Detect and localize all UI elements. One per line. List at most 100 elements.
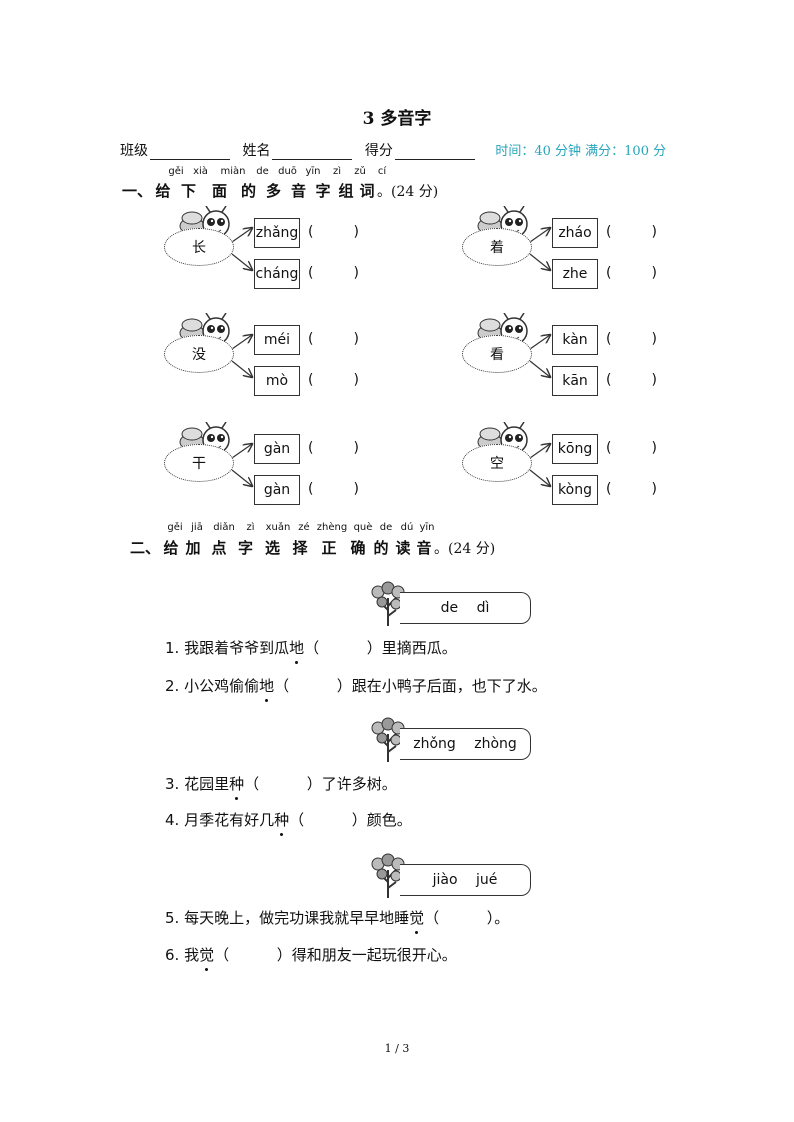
answer-blank[interactable]: ( ) <box>308 372 359 388</box>
polyphone-group: 干 gàn gàn ( ) ( ) <box>162 422 402 532</box>
pinyin-syllable: gěi <box>167 522 183 533</box>
pinyin-box: kòng <box>552 475 598 505</box>
pinyin-box: mò <box>254 366 300 396</box>
question-item: 1. 我跟着爷爷到瓜地（ ）里摘西瓜。 <box>165 637 457 664</box>
pinyin-syllable: de <box>379 522 393 533</box>
question-item: 2. 小公鸡偷偷地（ ）跟在小鸭子后面，也下了水。 <box>165 675 547 702</box>
heading-char: 读 <box>395 539 411 557</box>
question-item: 5. 每天晚上，做完功课我就早早地睡觉（ ）。 <box>165 907 510 934</box>
answer-blank[interactable]: （ ）。 <box>424 909 510 927</box>
heading-char: 正 <box>321 539 337 557</box>
polyphone-group: 空 kōng kòng ( ) ( ) <box>460 422 700 532</box>
pinyin-syllable: xuǎn <box>265 522 291 533</box>
polyphone-char: 空 <box>462 444 532 482</box>
name-field[interactable] <box>272 145 353 160</box>
heading-char: 点 <box>211 539 227 557</box>
question-item: 3. 花园里种（ ）了许多树。 <box>165 773 397 800</box>
pinyin-syllable: què <box>353 522 373 533</box>
tag-label: jiào jué <box>400 864 531 896</box>
pinyin-box: gàn <box>254 475 300 505</box>
answer-blank[interactable]: （ ）颜色。 <box>289 811 412 829</box>
question-text: 1. 我跟着爷爷到瓜 <box>165 639 290 657</box>
page-number: 1 / 3 <box>384 1042 410 1055</box>
answer-blank[interactable]: ( ) <box>308 265 359 281</box>
pinyin-syllable: zé <box>298 522 310 533</box>
pinyin-syllable: miàn <box>220 166 246 177</box>
answer-blank[interactable]: ( ) <box>606 481 657 497</box>
answer-blank[interactable]: （ ）跟在小鸭子后面，也下了水。 <box>274 677 547 695</box>
pinyin-box: zhe <box>552 259 598 289</box>
pinyin-box: kōng <box>552 434 598 464</box>
pinyin-syllable: duō <box>278 166 297 177</box>
heading-char: 加 <box>185 539 201 557</box>
pinyin-syllable: jiā <box>191 522 203 533</box>
heading-char: 字 <box>315 182 331 200</box>
heading-char: 音 <box>416 539 432 557</box>
arrow-connectors <box>529 313 700 423</box>
answer-blank[interactable]: ( ) <box>606 265 657 281</box>
score-field[interactable] <box>394 145 475 160</box>
heading-char: 选 <box>265 539 281 557</box>
dotted-char: 种 <box>229 775 245 800</box>
answer-blank[interactable]: ( ) <box>606 224 657 240</box>
dotted-char: 地 <box>289 639 305 664</box>
answer-blank[interactable]: ( ) <box>606 331 657 347</box>
tree-icon <box>371 717 405 762</box>
question-text: 6. 我 <box>165 946 200 964</box>
answer-blank[interactable]: （ ）里摘西瓜。 <box>304 639 457 657</box>
question-text: 2. 小公鸡偷偷 <box>165 677 260 695</box>
pinyin-box: zhǎng <box>254 218 300 248</box>
heading-char: 给 <box>163 539 179 557</box>
heading-char: 下 <box>181 182 197 200</box>
pinyin-box: cháng <box>254 259 300 289</box>
pinyin-syllable: de <box>256 166 269 177</box>
time-score-note: 时间：40 分钟 满分：100 分 <box>495 144 667 159</box>
answer-blank[interactable]: ( ) <box>308 224 359 240</box>
dotted-char: 地 <box>259 677 275 702</box>
bee-icon <box>179 206 230 238</box>
pinyin-box: zháo <box>552 218 598 248</box>
tag-label: zhǒng zhòng <box>400 728 531 760</box>
arrow-connectors <box>231 422 402 532</box>
answer-blank[interactable]: ( ) <box>308 440 359 456</box>
tag-label: de dì <box>400 592 531 624</box>
answer-blank[interactable]: ( ) <box>308 331 359 347</box>
polyphone-char: 干 <box>164 444 234 482</box>
heading-char: 音 <box>291 182 307 200</box>
pinyin-box: kàn <box>552 325 598 355</box>
section-score: 。(24 分) <box>434 541 496 557</box>
pinyin-syllable: xià <box>193 166 208 177</box>
heading-char: 的 <box>241 182 257 200</box>
class-label: 班级 <box>120 143 148 159</box>
polyphone-char: 着 <box>462 228 532 266</box>
pinyin-syllable: zǔ <box>354 166 366 177</box>
reading-options-tag: de dì <box>368 581 538 626</box>
section-number: 一、 <box>122 182 153 200</box>
pinyin-syllable: dú <box>400 522 414 533</box>
class-field[interactable] <box>150 145 230 160</box>
dotted-char: 种 <box>274 811 290 836</box>
section-score: 。(24 分) <box>377 184 439 200</box>
reading-options-tag: zhǒng zhòng <box>368 717 538 762</box>
reading-options-tag: jiào jué <box>368 853 538 898</box>
question-text: 3. 花园里 <box>165 775 230 793</box>
arrow-connectors <box>231 206 402 316</box>
heading-char: 字 <box>238 539 254 557</box>
pinyin-syllable: zì <box>332 166 342 177</box>
dotted-char: 觉 <box>409 909 425 934</box>
answer-blank[interactable]: （ ）得和朋友一起玩很开心。 <box>214 946 457 964</box>
pinyin-box: gàn <box>254 434 300 464</box>
answer-blank[interactable]: ( ) <box>606 372 657 388</box>
arrow-connectors <box>231 313 402 423</box>
score-label: 得分 <box>364 143 393 159</box>
pinyin-box: kān <box>552 366 598 396</box>
answer-blank[interactable]: ( ) <box>606 440 657 456</box>
page-title: 3 多音字 <box>362 109 432 129</box>
answer-blank[interactable]: ( ) <box>308 481 359 497</box>
dotted-char: 觉 <box>199 946 215 971</box>
answer-blank[interactable]: （ ）了许多树。 <box>244 775 397 793</box>
